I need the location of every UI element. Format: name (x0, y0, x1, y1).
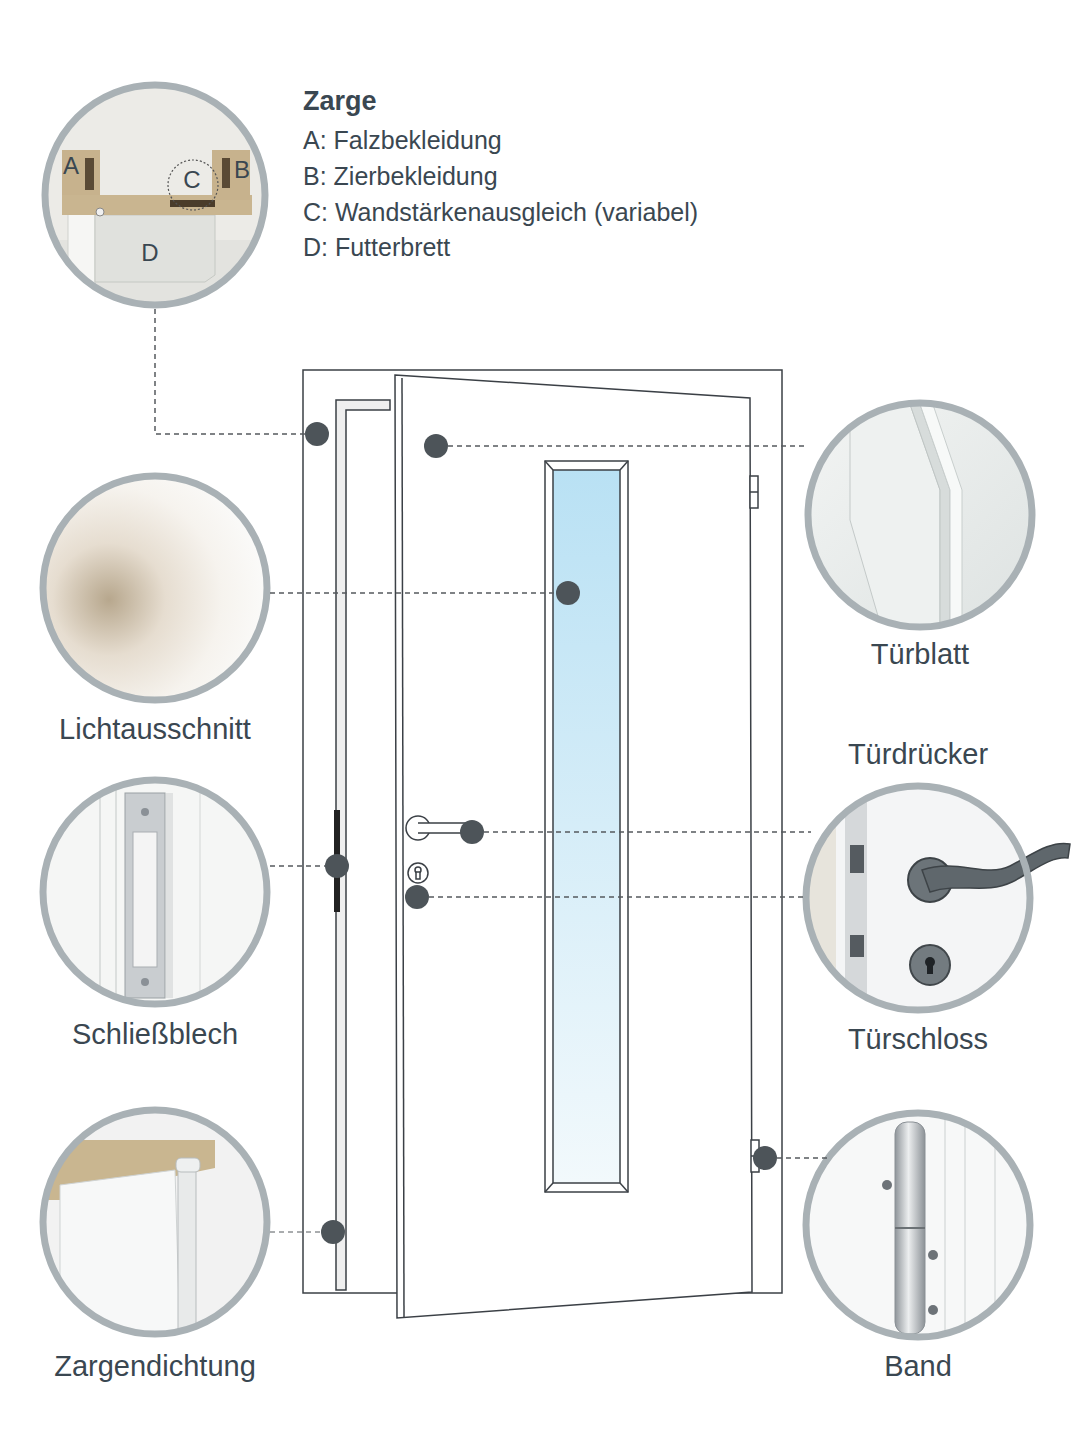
photo-circle: Schließblech (43, 780, 267, 1004)
callout-dots (305, 422, 777, 1244)
part-label: B: Zierbekleidung (303, 162, 498, 191)
glass-photo (40, 473, 270, 703)
part-name: Türblatt (871, 638, 969, 671)
part-label: A: Falzbekleidung (303, 126, 502, 155)
lever-handle (922, 843, 1070, 892)
photo-circle: A B C D (45, 85, 265, 305)
photo-circle: Lichtausschnitt (43, 476, 267, 700)
photo-circle: Zargendichtung (43, 1110, 267, 1334)
part-name: Zargendichtung (54, 1350, 256, 1383)
part-label: C: Wandstärkenausgleich (variabel) (303, 198, 698, 227)
door-leaf-photo (800, 390, 1040, 640)
part-letter: A (63, 152, 79, 180)
part-name: Schließblech (72, 1018, 238, 1051)
photo-circle: Türblatt (808, 403, 1032, 627)
heading: Zarge (303, 86, 377, 117)
door-drawing (303, 370, 782, 1318)
part-name: Türdrücker (848, 738, 988, 771)
leader-lines (155, 309, 830, 1232)
part-letter: C (183, 166, 200, 194)
photo-circle: TürdrückerTürschloss (806, 786, 1030, 1010)
photo-circle: Band (806, 1113, 1030, 1337)
seal-photo (40, 1108, 270, 1343)
strike-plate-photo (40, 778, 270, 1008)
part-name: Band (884, 1350, 952, 1383)
hinge-photo (800, 1110, 1035, 1345)
part-name: Türschloss (848, 1023, 988, 1056)
part-letter: D (141, 239, 158, 267)
part-letter: B (234, 156, 250, 184)
frame-photo (40, 80, 270, 310)
photo-rings (43, 85, 1032, 1337)
handle-photo (800, 782, 1035, 1017)
part-name: Lichtausschnitt (59, 713, 251, 746)
part-label: D: Futterbrett (303, 233, 450, 262)
